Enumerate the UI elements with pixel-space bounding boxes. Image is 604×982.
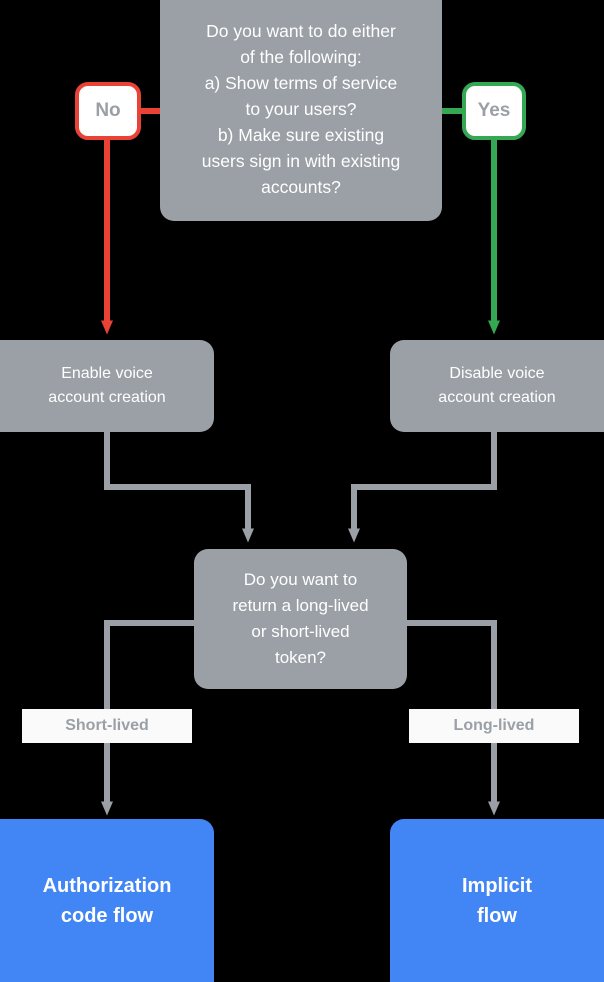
box-enable-text: Enable voice account creation: [48, 365, 166, 406]
branch-label-yes[interactable]: Yes: [462, 82, 526, 140]
box-implicit-text: Implicit flow: [461, 874, 532, 927]
decision-node-token-lifetime[interactable]: Do you want to return a long-lived or sh…: [194, 549, 407, 689]
action-node-disable-voice-account-creation[interactable]: Disable voice account creation: [390, 340, 604, 432]
branch-label-no-text: No: [95, 100, 121, 121]
edge-label-short-lived-text: Short-lived: [65, 717, 149, 734]
edge-no-branch: [101, 108, 160, 335]
action-node-enable-voice-account-creation[interactable]: Enable voice account creation: [0, 340, 214, 432]
terminal-node-authorization-code-flow[interactable]: Authorization code flow: [0, 819, 214, 982]
box-auth-text: Authorization code flow: [42, 874, 172, 927]
branch-label-yes-text: Yes: [477, 100, 511, 121]
decision-mid-text: Do you want to return a long-lived or sh…: [232, 570, 369, 667]
edge-disable-to-mid: [348, 432, 497, 543]
edge-enable-to-mid: [104, 432, 254, 543]
terminal-node-implicit-flow[interactable]: Implicit flow: [390, 819, 604, 982]
edge-label-short-lived: Short-lived: [22, 709, 192, 743]
edge-yes-branch: [442, 108, 500, 335]
branch-label-no[interactable]: No: [75, 82, 141, 140]
edge-label-long-lived: Long-lived: [409, 709, 579, 743]
decision-node-terms-or-existing-accounts[interactable]: Do you want to do either of the followin…: [160, 0, 442, 221]
box-disable-text: Disable voice account creation: [438, 365, 556, 406]
edge-label-long-lived-text: Long-lived: [453, 717, 535, 734]
decision-top-text: Do you want to do either of the followin…: [201, 20, 401, 197]
